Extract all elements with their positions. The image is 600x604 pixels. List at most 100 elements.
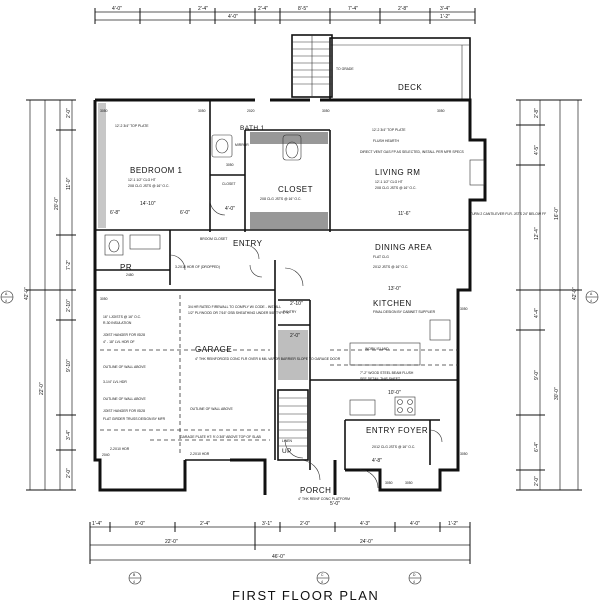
- section-c-number: 4: [321, 580, 323, 584]
- window-tag-0: 3050: [100, 109, 108, 113]
- section-d-letter: D: [413, 573, 416, 577]
- room-label-closet: CLOSET: [278, 185, 313, 194]
- label-work-island: WORK ISLAND: [365, 347, 389, 351]
- dim-right-total-0: 16'-0": [554, 207, 560, 220]
- note-kitchen: FINAL DESIGN BY CABINET SUPPLIER: [373, 310, 436, 314]
- room-label-pantry: PANTRY: [283, 310, 297, 314]
- dim-left-3: 2'-10": [66, 299, 72, 312]
- note-garage-plate: GARAGE PLATE HT: 9'-0 3/8" ABOVE TOP OF …: [180, 435, 261, 439]
- note-porch: 4" THK REINF CONC PLATFORM: [298, 497, 350, 501]
- window-tag-11: 3050: [226, 163, 234, 167]
- dim-bottom-7: 1'-2": [448, 521, 458, 527]
- dim-int-7: 13'-0": [388, 286, 401, 292]
- section-left-letter: A: [5, 292, 8, 296]
- section-b-number: 4: [133, 580, 135, 584]
- note-to-grade: TO GRADE: [336, 67, 354, 71]
- note-firewall-1: 3/4 HR RATED FIREWALL TO COMPLY W/ CODE …: [188, 305, 281, 309]
- room-label-bedroom: BEDROOM 1: [130, 166, 183, 175]
- hatched-wall-sections: [98, 103, 328, 380]
- dim-bottom-row2-0: 22'-0": [165, 539, 178, 545]
- room-label-pr: PR: [120, 263, 132, 272]
- note-outline-wall-3: OUTLINE OF WALL ABOVE: [190, 407, 233, 411]
- section-marker-d: D 4: [408, 571, 422, 585]
- dim-left-2: 7'-2": [66, 260, 72, 270]
- window-tag-6: 3050: [385, 481, 393, 485]
- dim-right-2: 12'-4": [534, 227, 540, 240]
- dim-top-7: 3'-4": [440, 6, 450, 12]
- dim-int-8: 10'-0": [388, 390, 401, 396]
- dim-top-4: 8'-5": [298, 6, 308, 12]
- stairs-up-label: UP: [282, 448, 292, 455]
- interior-stairs: UP: [277, 267, 309, 461]
- note-top-plate-1: 12'-2 3/4" TOP PLATE: [115, 124, 149, 128]
- right-dimension-strings: 2'-8" 4'-5" 12'-4" 4'-4" 9'-0" 6'-4" 2'-…: [516, 99, 582, 491]
- room-label-dining: DINING AREA: [375, 243, 432, 252]
- dim-right-total-2: 42'-0": [572, 287, 578, 300]
- room-labels: BATH 1 BEDROOM 1 CLOSET LIVING RM ENTRY …: [120, 125, 432, 495]
- dim-right-1: 4'-5": [534, 145, 540, 155]
- dim-top-1: 2'-4": [198, 6, 208, 12]
- dim-bottom-4: 2'-0": [300, 521, 310, 527]
- section-right-number: 4: [590, 299, 592, 303]
- room-label-entry-foyer: ENTRY FOYER: [366, 426, 428, 435]
- dim-bottom-0: 1'-4": [92, 521, 102, 527]
- window-tag-4: 3050: [437, 109, 445, 113]
- note-dining-ceiling: FLAT CLG: [373, 255, 389, 259]
- note-entry-joists: 2X12 CLG JSTS @ 16" O.C.: [372, 445, 415, 449]
- note-gas-fp: DIRECT VENT GAS FP AS SELECTED, INSTALL …: [360, 150, 465, 154]
- dim-left-6: 2'-0": [66, 468, 72, 478]
- note-hdr-1: 2-2X10 HDR: [110, 447, 130, 451]
- section-marker-left: A 4: [0, 290, 14, 304]
- left-dimension-strings: 2'-0" 11'-0" 7'-2" 2'-10" 9'-10" 3'-4" 2…: [24, 99, 76, 491]
- section-left-number: 4: [5, 299, 7, 303]
- dim-right-4: 9'-0": [534, 370, 540, 380]
- dim-int-9: 4'-8": [372, 458, 382, 464]
- section-marker-right: A 4: [585, 290, 599, 304]
- room-label-entry: ENTRY: [233, 239, 263, 248]
- note-dining-joists: 2X12 JSTS @ 16" O.C.: [373, 265, 408, 269]
- dim-right-6: 2'-0": [534, 476, 540, 486]
- dim-bottom-5: 4'-3": [360, 521, 370, 527]
- window-tag-10: 3050: [100, 297, 108, 301]
- room-label-linen: LINEN: [282, 439, 293, 443]
- dim-int-2: 6'-0": [180, 210, 190, 216]
- window-tag-3: 3050: [322, 109, 330, 113]
- top-dimension-strings: 4'-0" 2'-4" 4'-0" 2'-4" 8'-5" 7'-4" 2'-8…: [94, 6, 476, 24]
- dim-int-5: 2'-10": [290, 301, 303, 307]
- dim-top-2: 4'-0": [228, 14, 238, 20]
- note-garage-slab: 4" THK REINFORCED CONC FLR OVER 6 MIL VA…: [195, 357, 341, 361]
- note-firewall-2: 1/2" PLYWOOD OR 7/16" OSB SHEATHING UNDE…: [188, 311, 290, 315]
- dim-right-3: 4'-4": [534, 308, 540, 318]
- deck-area: DECK TO GRADE: [291, 34, 471, 101]
- window-tag-8: 3050: [460, 452, 468, 456]
- section-d-number: 4: [413, 580, 415, 584]
- window-tag-2: 2020: [247, 109, 255, 113]
- room-label-bath: BATH 1: [240, 125, 265, 132]
- section-c-letter: C: [321, 573, 324, 577]
- garage-outline-lines: [100, 295, 270, 455]
- note-beam: 7"-2" WOOD STEEL BEAM FLUSH: [360, 371, 414, 375]
- dim-int-10: 5'-0": [330, 501, 340, 507]
- room-label-garage: GARAGE: [195, 345, 232, 354]
- dim-int-3: 4'-0": [225, 206, 235, 212]
- note-hdr-2: 2-2X10 HDR: [190, 452, 210, 456]
- note-garage-1: 16" I-JOISTS @ 16" O.C.: [103, 315, 141, 319]
- room-label-broom-closet: BROOM CLOSET: [200, 237, 227, 241]
- dim-left-4: 9'-10": [66, 359, 72, 372]
- door-swings: [169, 199, 443, 489]
- dim-bottom-1: 8'-0": [135, 521, 145, 527]
- note-living-joists: 2X8 CLG JSTS @ 16" O.C.: [375, 186, 416, 190]
- dim-bottom-row2-1: 24'-0": [360, 539, 373, 545]
- dim-bottom-3: 3'-1": [262, 521, 272, 527]
- note-pr-hdr: 3-2X10 HDR OF (DROPPED): [175, 265, 220, 269]
- dim-bottom-total: 46'-0": [272, 554, 285, 560]
- dim-right-total-1: 30'-0": [554, 387, 560, 400]
- note-bedroom-joists: 2X8 CLG JSTS @ 16" O.C.: [128, 184, 169, 188]
- window-tag-1: 3050: [198, 109, 206, 113]
- note-outline-wall-2: OUTLINE OF WALL ABOVE: [103, 397, 146, 401]
- note-outline-wall-1: OUTLINE OF WALL ABOVE: [103, 365, 146, 369]
- dim-int-4: 11'-6": [398, 211, 411, 217]
- note-cantilever: TURN 2 CANTILEVER FLR. JSTS 24" BELOW FF: [470, 212, 546, 216]
- note-mirror: MIRROR: [235, 143, 249, 147]
